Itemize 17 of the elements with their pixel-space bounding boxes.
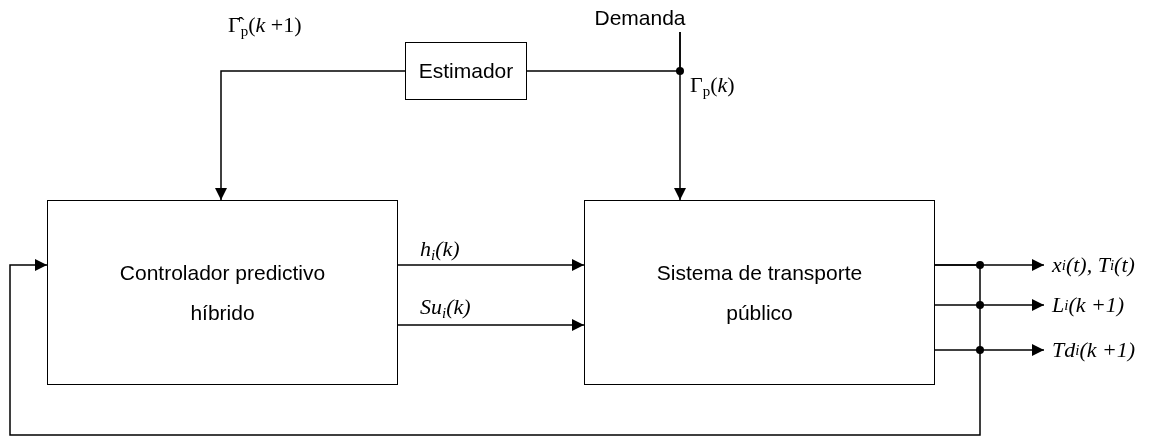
process-box xyxy=(584,200,935,385)
edge-label: Γ$_{p}$(k) xyxy=(690,72,735,101)
block-label: Estimador xyxy=(418,58,514,85)
edge-label: Γ̂$_{p}$(k +1) xyxy=(228,12,302,41)
edge-label: Su$_{i}$(k) xyxy=(420,294,471,323)
arrow xyxy=(397,319,585,331)
arrow xyxy=(397,259,585,271)
process-box xyxy=(405,42,527,100)
arrow xyxy=(934,299,1045,311)
arrow xyxy=(9,259,981,436)
arrow xyxy=(934,344,1045,356)
arrow xyxy=(215,70,406,201)
block-label: Controlador predictivo híbrido xyxy=(118,259,327,326)
process-box xyxy=(47,200,398,385)
edge-label: h$_{i}$(k) xyxy=(420,236,460,265)
input-label: Demanda xyxy=(585,4,695,32)
block-label: Sistema de transporte público xyxy=(655,259,864,326)
